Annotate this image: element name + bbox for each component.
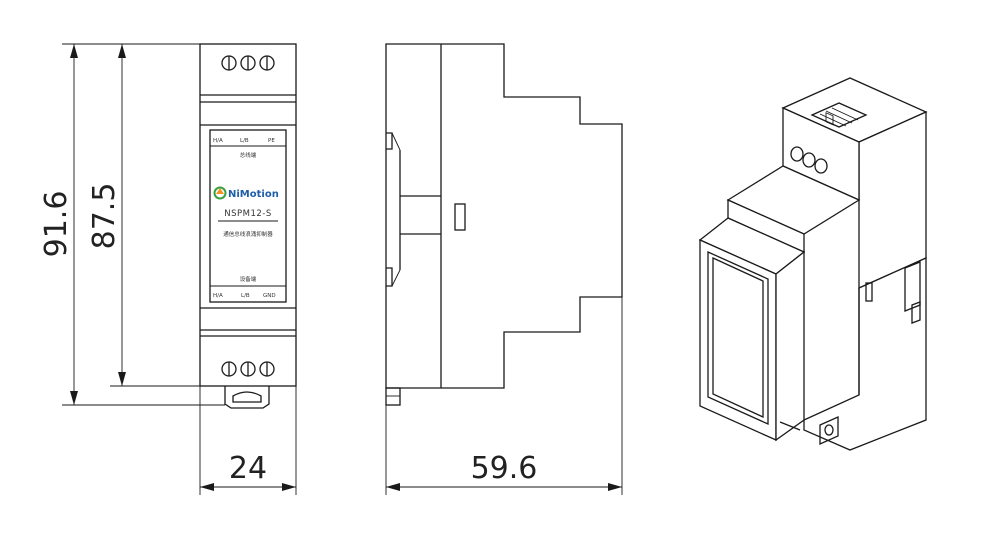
width-label: 24 [229, 451, 267, 486]
model-number: NSPM12-S [224, 209, 272, 219]
side-view [385, 43, 623, 406]
top-terminal-1: H/A [213, 138, 223, 144]
dimension-width: 24 [199, 386, 297, 495]
total-height-label: 91.6 [39, 191, 74, 258]
bottom-caption: 设备端 [240, 275, 257, 283]
top-caption: 总线端 [240, 151, 257, 159]
nimotion-logo-icon [213, 186, 227, 200]
front-view: H/A L/B PE 总线端 NiMotion NSPM12-S 通信总线浪涌抑… [199, 43, 297, 409]
top-terminal-3: PE [268, 138, 275, 144]
depth-label: 59.6 [471, 451, 538, 486]
dimension-body-height: 87.5 [87, 44, 200, 387]
bottom-terminal-1: H/A [213, 293, 223, 299]
dimension-total-height: 91.6 [39, 43, 225, 406]
terminal-screw-icon [221, 361, 275, 377]
top-terminal-2: L/B [240, 138, 249, 144]
bottom-terminal-2: L/B [241, 293, 250, 299]
device-description: 通信总线浪涌抑制器 [223, 230, 273, 238]
terminal-screw-icon [221, 55, 275, 71]
body-height-label: 87.5 [87, 183, 122, 250]
bottom-terminal-3: GND [263, 293, 276, 299]
isometric-view [698, 77, 928, 451]
dimension-depth: 59.6 [385, 297, 623, 495]
brand-name: NiMotion [228, 189, 279, 200]
